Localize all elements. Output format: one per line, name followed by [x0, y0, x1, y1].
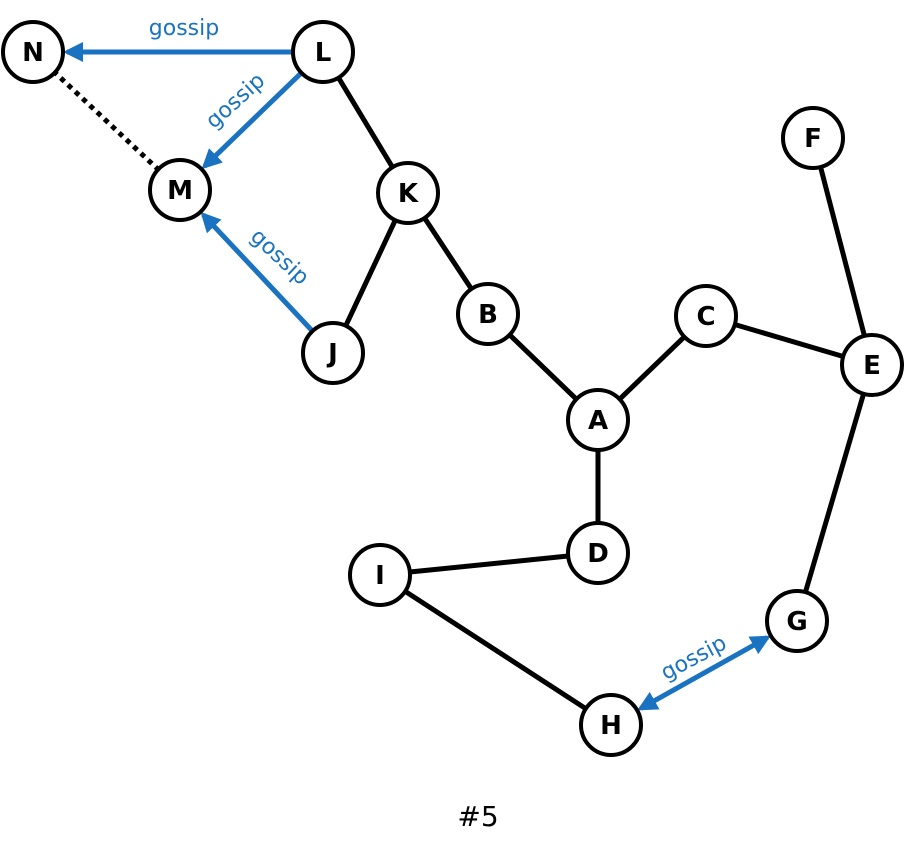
node-circle [579, 693, 643, 757]
gossip-label: gossip [201, 68, 270, 134]
edge-E-G [803, 393, 866, 593]
gossip-arrow-L-M [201, 71, 304, 170]
edge-I-H [403, 589, 588, 711]
node-circle [674, 284, 738, 348]
node-label: H [600, 711, 622, 741]
node-circle [566, 388, 630, 452]
node-label: I [375, 561, 385, 591]
gossip-label: gossip [149, 16, 219, 41]
node-i: I [348, 543, 412, 607]
node-circle [348, 543, 412, 607]
edge-L-K [336, 76, 395, 169]
dotted-edge-N-M [51, 69, 162, 173]
node-label: F [804, 124, 822, 154]
edge-F-E [818, 166, 867, 337]
node-label: D [587, 539, 609, 569]
edge-B-A [507, 333, 579, 401]
node-label: J [326, 339, 338, 369]
edge-C-E [734, 322, 844, 359]
node-circle [291, 20, 355, 84]
node-label: L [315, 38, 332, 68]
node-a: A [566, 388, 630, 452]
node-label: M [167, 176, 193, 206]
node-label: N [22, 38, 44, 68]
edge-K-J [343, 219, 398, 327]
node-circle [301, 321, 365, 385]
node-g: G [765, 589, 829, 653]
edge-K-B [422, 216, 474, 291]
edges-layer [51, 69, 867, 711]
node-l: L [291, 20, 355, 84]
node-label: K [398, 179, 419, 209]
edge-A-C [617, 335, 687, 401]
node-k: K [376, 161, 440, 225]
node-circle [566, 521, 630, 585]
node-circle [781, 106, 845, 170]
node-circle [765, 589, 829, 653]
node-e: E [840, 333, 904, 397]
gossip-label: gossip [245, 224, 314, 290]
node-f: F [781, 106, 845, 170]
node-label: B [478, 300, 498, 330]
node-h: H [579, 693, 643, 757]
node-circle [840, 333, 904, 397]
node-label: G [786, 607, 807, 637]
node-n: N [1, 20, 65, 84]
edge-D-I [409, 553, 569, 575]
node-label: C [696, 302, 715, 332]
node-c: C [674, 284, 738, 348]
node-d: D [566, 521, 630, 585]
gossip-arrow-H-G [637, 635, 771, 711]
node-label: A [588, 406, 608, 436]
node-circle [456, 282, 520, 346]
node-label: E [863, 351, 881, 381]
node-j: J [301, 321, 365, 385]
node-m: M [148, 158, 212, 222]
node-b: B [456, 282, 520, 346]
node-circle [376, 161, 440, 225]
diagram-caption: #5 [457, 800, 498, 833]
nodes-layer: N L M K F J B C E A D I G H [1, 20, 904, 757]
node-circle [148, 158, 212, 222]
gossip-arrow-J-M [200, 211, 315, 333]
node-circle [1, 20, 65, 84]
